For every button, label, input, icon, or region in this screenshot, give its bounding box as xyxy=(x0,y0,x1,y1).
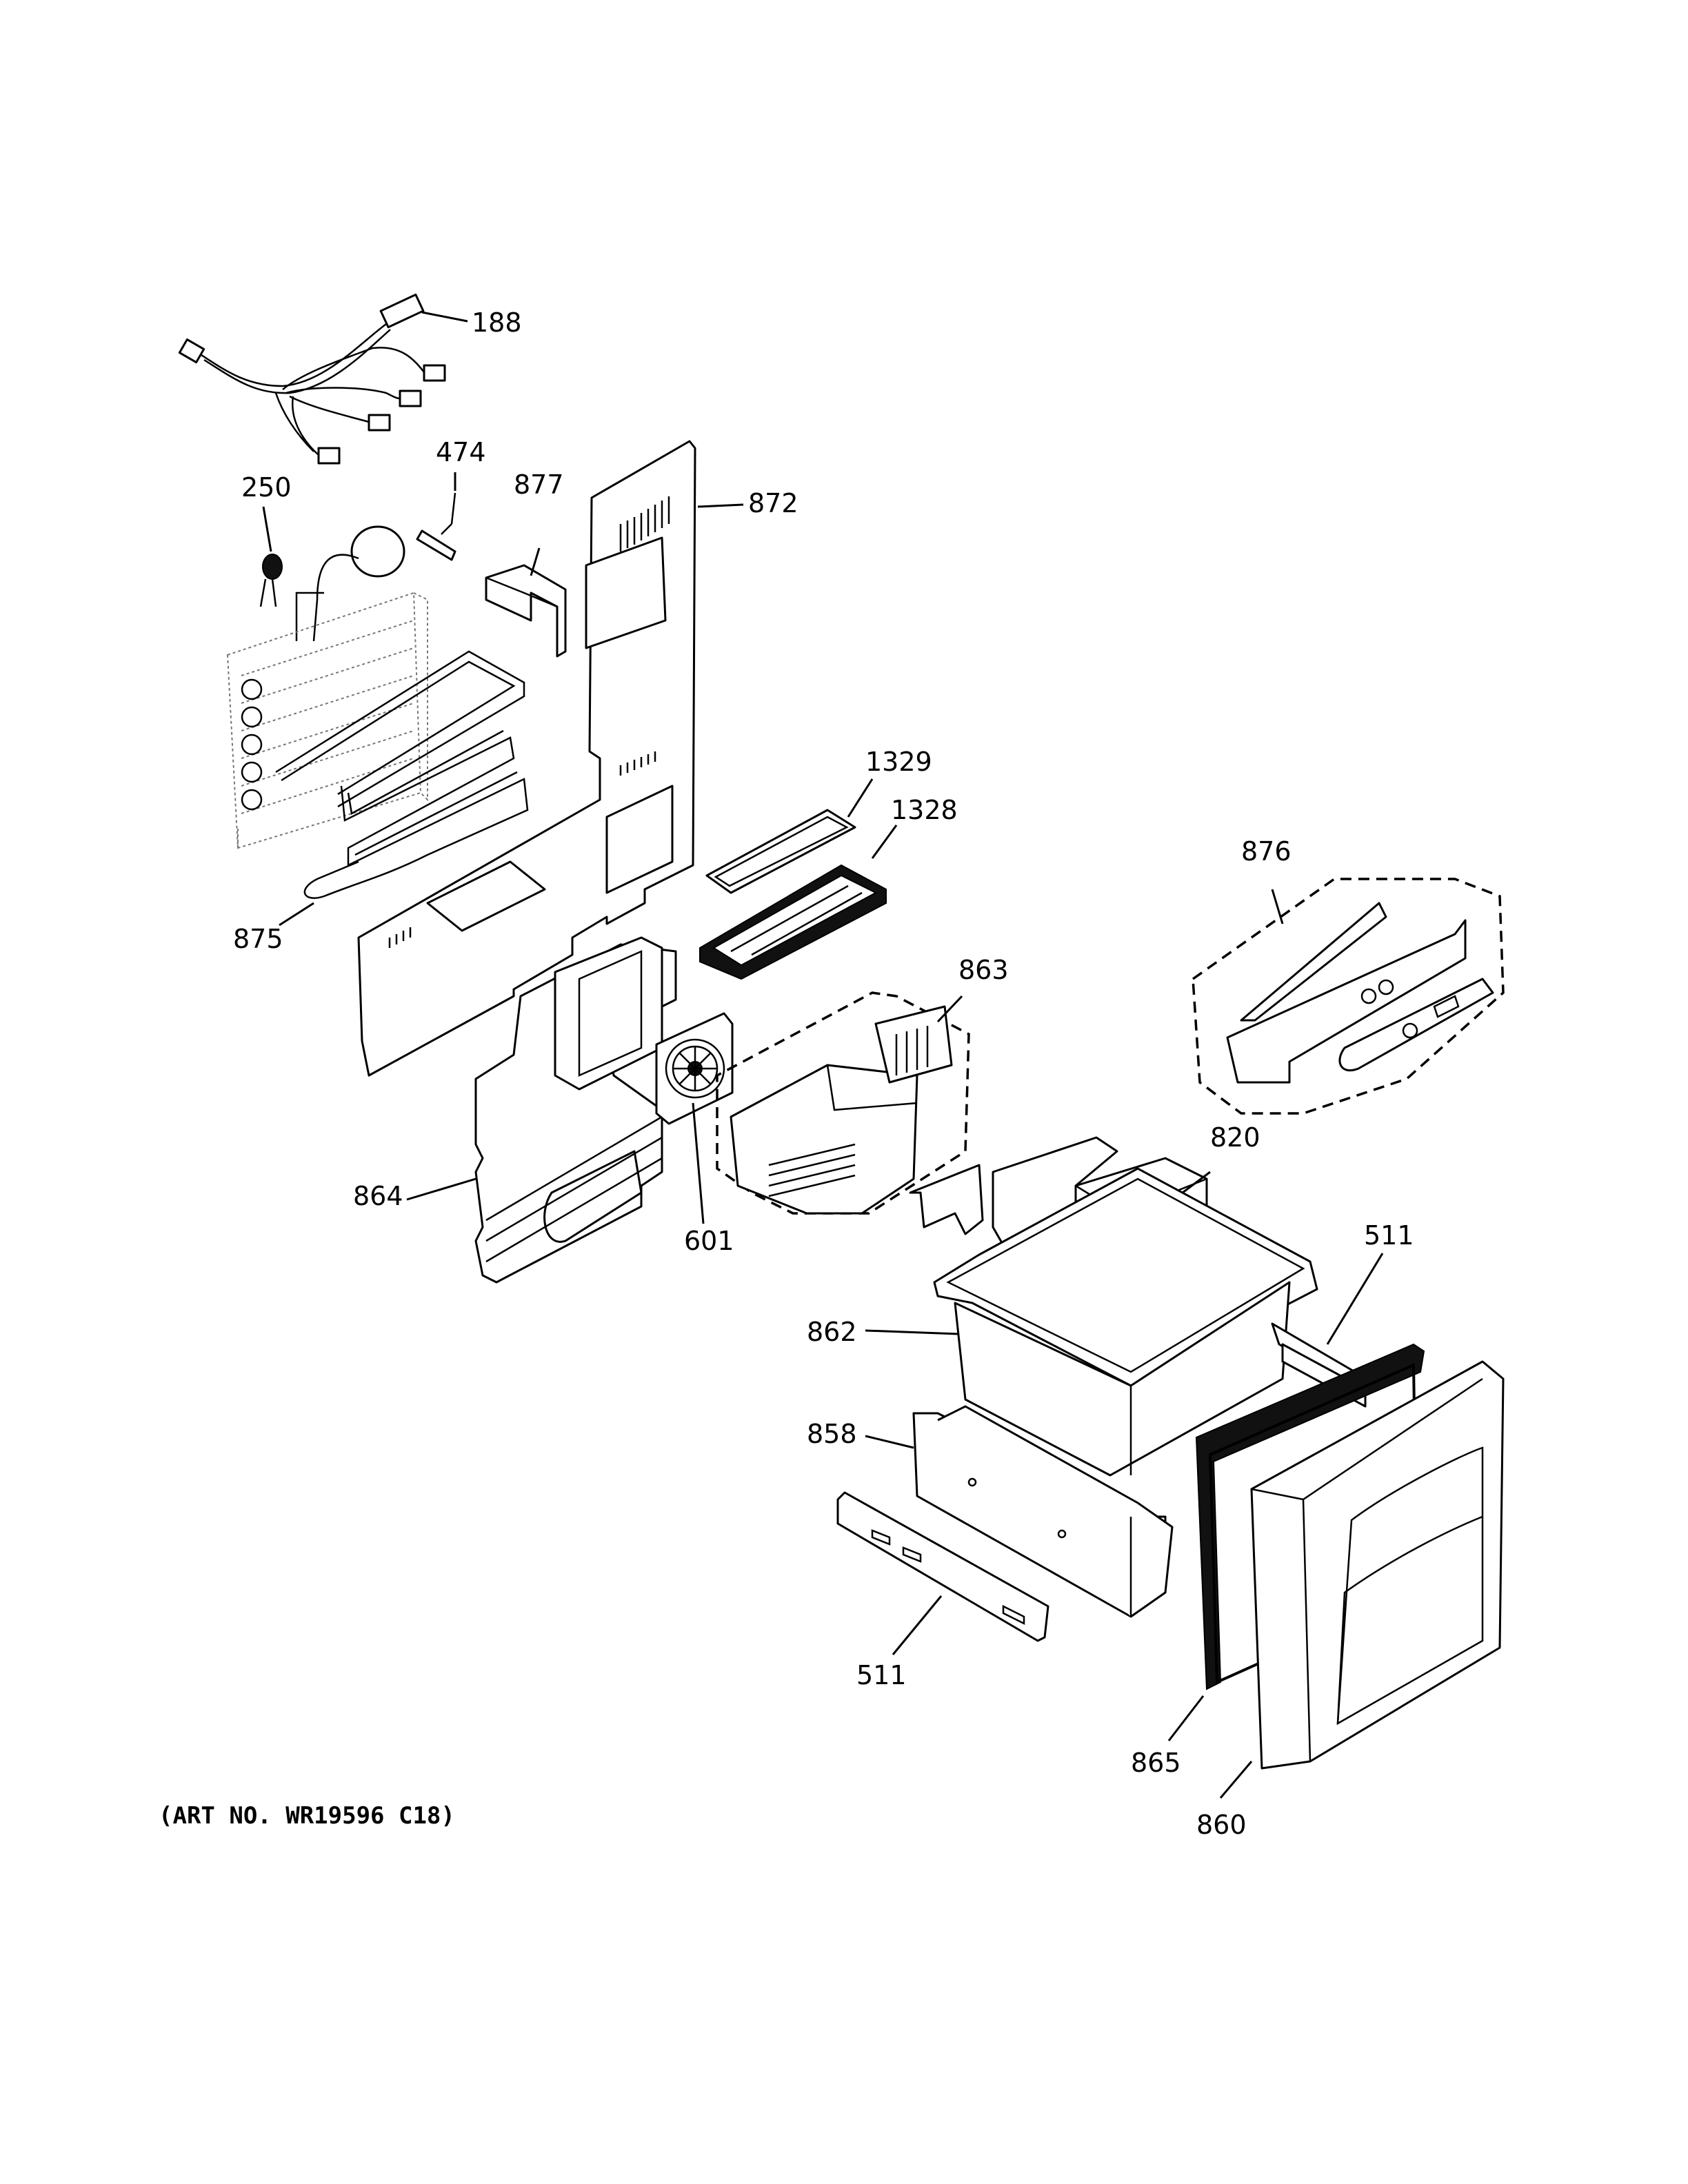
callout-864: 864 xyxy=(353,1181,403,1211)
duct-housing-864[interactable] xyxy=(474,936,677,1284)
ice-bucket-862[interactable] xyxy=(933,1167,1318,1477)
callout-601: 601 xyxy=(684,1226,734,1256)
auger-motor-assembly-863[interactable] xyxy=(716,991,970,1215)
callout-250: 250 xyxy=(241,472,292,503)
callout-876: 876 xyxy=(1241,836,1292,867)
drawer-rail-511-lower[interactable] xyxy=(836,1491,1049,1642)
drawer-frame-858[interactable] xyxy=(912,1405,1174,1618)
callout-875: 875 xyxy=(233,924,283,954)
callout-872: 872 xyxy=(748,488,798,518)
callout-820: 820 xyxy=(1210,1122,1260,1153)
wire-harness-188[interactable] xyxy=(178,293,446,465)
fan-601[interactable] xyxy=(655,1012,734,1125)
gasket-1329[interactable] xyxy=(705,809,856,894)
callout-511-upper: 511 xyxy=(1364,1220,1414,1251)
evaporator-cover-872[interactable] xyxy=(357,440,696,1077)
callout-1328: 1328 xyxy=(891,795,958,825)
callout-188: 188 xyxy=(472,307,522,338)
callout-474: 474 xyxy=(436,437,486,467)
ice-door-860[interactable] xyxy=(1250,1360,1505,1770)
cover-877[interactable] xyxy=(485,564,567,658)
callout-862: 862 xyxy=(807,1317,857,1347)
callout-511-lower: 511 xyxy=(856,1660,907,1690)
callout-865: 865 xyxy=(1131,1748,1181,1778)
bracket-474[interactable] xyxy=(416,492,456,561)
dispenser-control-876[interactable] xyxy=(1192,878,1505,1115)
art-number: (ART NO. WR19596 C18) xyxy=(159,1802,455,1830)
evaporator-coil[interactable] xyxy=(226,525,428,849)
damper-1328[interactable] xyxy=(699,864,887,980)
callout-877: 877 xyxy=(514,469,564,500)
leader-lines xyxy=(262,311,1384,1799)
defrost-heater-875[interactable] xyxy=(275,650,529,899)
callout-863: 863 xyxy=(958,955,1009,985)
callout-1329: 1329 xyxy=(865,747,932,777)
defrost-thermostat-250[interactable] xyxy=(259,554,283,607)
callout-858: 858 xyxy=(807,1419,857,1449)
callout-860: 860 xyxy=(1196,1810,1247,1840)
